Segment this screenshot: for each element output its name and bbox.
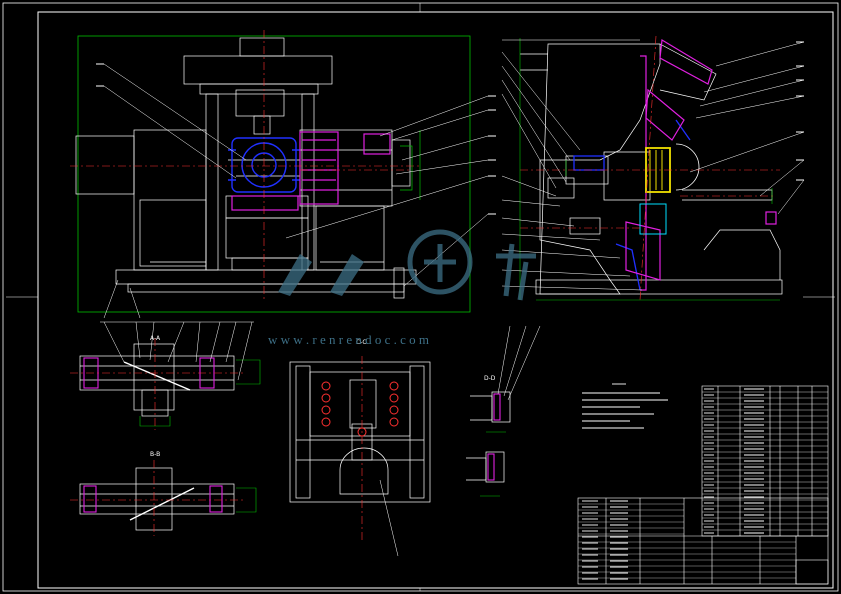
section-b-b-view [79,467,235,531]
side-view-hatch [625,39,777,291]
title-block-rows [578,503,796,579]
section-c-c-title: C-C [356,339,367,346]
title-block [577,497,829,585]
section-b-b-hatch [83,485,223,513]
motor-housing [75,135,135,195]
watermark-logo-icon [278,229,536,301]
column-left [205,93,219,271]
balloon-ticks [96,41,804,215]
parts-list-rows [702,391,828,531]
section-d-d-view [466,391,511,483]
front-view-dimensions [400,130,421,200]
title-block-text-marks [582,388,764,580]
section-b-b-dims [236,487,257,513]
base-plate [115,269,417,285]
section-a-a-leaders [100,321,254,381]
section-a-a-title: A-A [150,335,161,342]
section-a-a-centerline [70,338,244,430]
section-a-a-view [79,343,235,417]
front-view-frame [77,35,471,313]
section-c-c-view [289,361,431,503]
front-view-centerlines [70,30,420,300]
side-view-leaders [501,39,805,291]
side-base [535,279,783,295]
section-b-b-centerline [70,460,244,536]
side-view-gear [639,143,700,235]
section-c-c-leader [379,479,399,557]
section-b-b-title: B-B [150,451,160,458]
side-view-hidden [573,119,691,291]
sheet-inner-border [37,11,834,589]
parts-list-table [701,385,829,537]
front-view-leaders [103,63,489,319]
sheet-centering-marks [6,3,835,591]
section-d-d-dims [480,431,506,497]
technical-notes [582,383,668,429]
watermark-url: w w w . r e n r e n d o c . c o m [268,332,429,347]
section-d-d-title: D-D [484,375,496,382]
side-view-centerlines [520,35,780,301]
top-crossbeam [183,55,333,85]
section-d-d-leaders [497,325,541,401]
section-d-d-hatch [487,393,501,481]
side-view [520,43,783,295]
top-cap [239,37,285,57]
front-view-hatch [231,131,391,211]
lower-slide [225,195,309,219]
